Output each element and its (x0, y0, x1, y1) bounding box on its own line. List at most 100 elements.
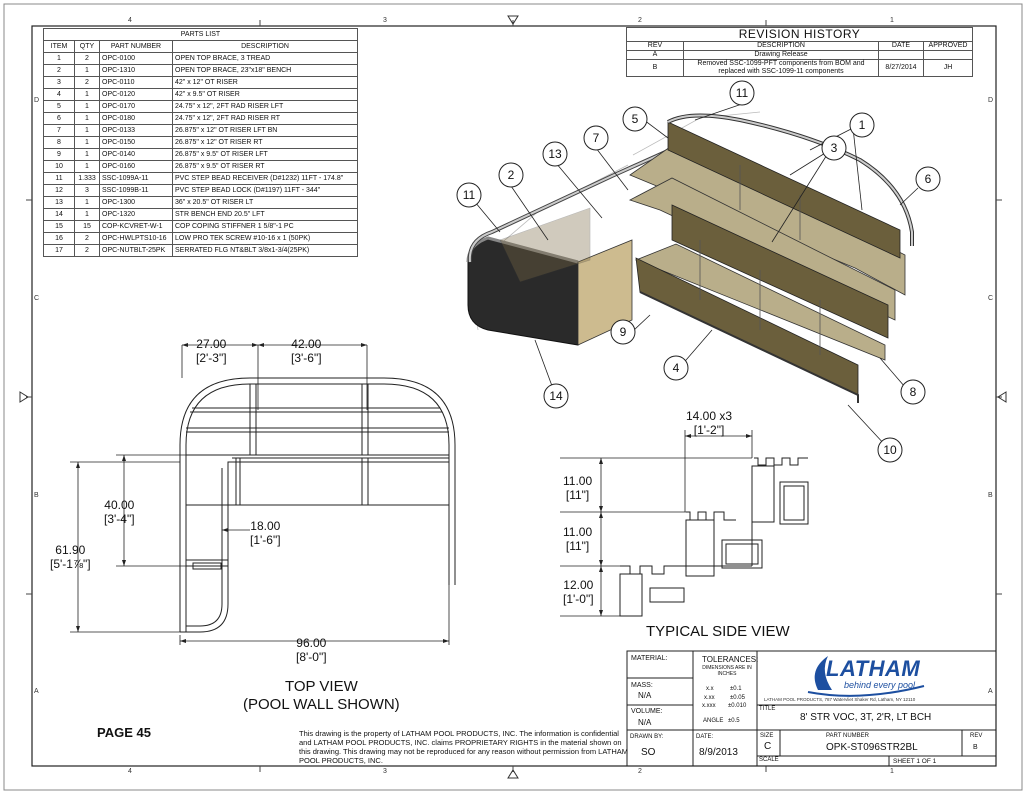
balloon-8: 8 (910, 385, 917, 399)
part-number: OPC-0150 (99, 136, 173, 149)
angle-value: ±0.5 (728, 718, 740, 724)
zone-bottom-1: 1 (890, 768, 894, 775)
part-qty: 2 (74, 232, 100, 245)
size-label: SIZE (760, 733, 774, 739)
dim-11b-ftin: [11"] (565, 539, 590, 553)
zone-ticks (26, 20, 1002, 772)
dim-42-value: 42.00 (291, 337, 322, 351)
center-marks (19, 15, 1007, 779)
sheet-label: SHEET 1 OF 1 (893, 758, 937, 765)
part-item: 12 (43, 184, 75, 197)
part-qty: 1 (74, 112, 100, 125)
volume-value: N/A (638, 718, 652, 727)
balloon-13: 13 (548, 147, 562, 161)
side-view-arrowheads (599, 434, 752, 616)
part-item: 4 (43, 88, 75, 101)
balloon-10: 10 (883, 443, 897, 457)
part-description: 24.75" x 12", 2FT RAD RISER RT (172, 112, 358, 125)
zone-right-d: D (988, 97, 994, 104)
part-item: 2 (43, 64, 75, 77)
dim-61-ftin: [5'-1⅞"] (50, 557, 91, 571)
rev-col-description: DESCRIPTION (683, 41, 879, 51)
rev-date: 8/27/2014 (878, 59, 924, 77)
tol-x: x.x (706, 686, 714, 692)
dim-18-value: 18.00 (250, 519, 281, 533)
zone-top-3: 3 (383, 17, 387, 24)
part-item: 6 (43, 112, 75, 125)
rev-value: B (626, 59, 684, 77)
part-number: OPC-0133 (99, 124, 173, 137)
rev-block-value: B (973, 744, 978, 751)
title-block-grid (626, 650, 997, 767)
part-qty: 1 (74, 160, 100, 173)
dim-27-ftin: [2'-3"] (196, 351, 227, 365)
part-item: 14 (43, 208, 75, 221)
rev-approved: JH (923, 59, 973, 77)
dim-11b-value: 11.00 (563, 525, 593, 539)
part-qty: 1 (74, 64, 100, 77)
company-address: LATHAM POOL PRODUCTS, 787 Watervliet Sha… (764, 697, 916, 702)
latham-logo-text: LATHAM (826, 656, 921, 681)
part-number: SSC-1099B-11 (99, 184, 173, 197)
part-qty: 15 (74, 220, 100, 233)
latham-tagline: behind every pool (844, 680, 916, 690)
parts-list-table: PARTS LIST ITEM QTY PART NUMBER DESCRIPT… (43, 28, 358, 257)
top-view-dimension-lines (70, 344, 450, 645)
balloon-3: 3 (831, 141, 838, 155)
part-item: 3 (43, 76, 75, 89)
page-label: PAGE 45 (97, 725, 151, 740)
dim-18-ftin: [1'-6"] (250, 533, 281, 547)
zone-left-a: A (34, 688, 39, 695)
tol-xx: x.xx (704, 695, 715, 701)
side-view-drawing (619, 457, 809, 617)
rev-col-rev: REV (626, 41, 684, 51)
part-item: 10 (43, 160, 75, 173)
dim-14-ftin: [1'-2"] (693, 423, 725, 437)
zone-left-d: D (34, 97, 40, 104)
dim-14-value: 14.00 x3 (686, 409, 733, 423)
dim-40-value: 40.00 (104, 498, 135, 512)
rev-approved (923, 50, 973, 60)
revision-history-table: REVISION HISTORY REV DESCRIPTION DATE AP… (626, 27, 973, 77)
part-qty: 1 (74, 148, 100, 161)
part-qty: 1 (74, 100, 100, 113)
zone-top-2: 2 (638, 17, 642, 24)
part-qty: 1.333 (74, 172, 100, 185)
dim-11-lower: 11.00 [11"] (563, 525, 592, 553)
balloon-5: 5 (632, 112, 639, 126)
revision-row: A Drawing Release (626, 50, 973, 60)
part-qty: 3 (74, 184, 100, 197)
top-view-title-line2: (POOL WALL SHOWN) (243, 696, 400, 713)
tol-xx-val: ±0.05 (730, 695, 745, 701)
part-number: OPC-1300 (99, 196, 173, 209)
part-number-label: PART NUMBER (826, 733, 870, 739)
part-description: OPEN TOP BRACE, 23"x18" BENCH (172, 64, 358, 77)
dim-96-value: 96.00 (296, 636, 327, 650)
part-qty: 2 (74, 52, 100, 65)
drawn-by-value: SO (641, 747, 656, 758)
zone-right-a: A (988, 688, 993, 695)
dim-14-x3: 14.00 x3 [1'-2"] (686, 409, 732, 437)
page-border (3, 3, 1023, 791)
part-description: OPEN TOP BRACE, 3 TREAD (172, 52, 358, 65)
dim-11-upper: 11.00 [11"] (563, 474, 592, 502)
part-description: 26.875" x 12" OT RISER RT (172, 136, 358, 149)
title-value: 8' STR VOC, 3T, 2'R, LT BCH (800, 712, 932, 723)
rev-col-approved: APPROVED (923, 41, 973, 51)
drawn-by-label: DRAWN BY: (630, 734, 664, 740)
proprietary-notice: This drawing is the property of LATHAM P… (299, 729, 629, 765)
balloon-11-left: 11 (463, 188, 476, 202)
zone-left-b: B (34, 492, 39, 499)
part-description: 26.875" x 12" OT RISER LFT BN (172, 124, 358, 137)
